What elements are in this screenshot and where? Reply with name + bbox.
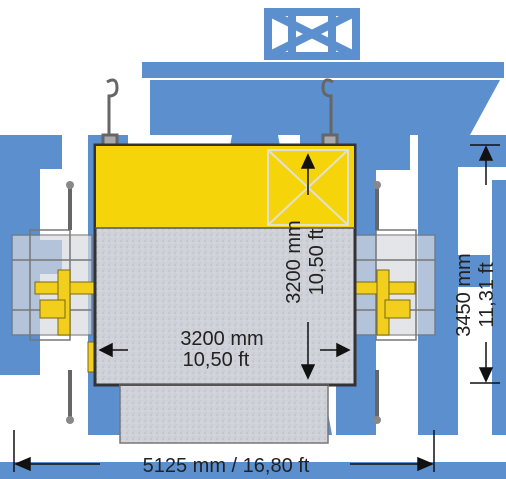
rod-ends — [66, 181, 381, 424]
inner-height-ft: 10,50 ft — [306, 228, 328, 295]
platform-body — [93, 143, 357, 387]
outer-height-ft: 11,31 ft — [476, 262, 498, 328]
dimension-labels: 3200 mm 10,50 ft 3200 mm 10,50 ft 3450 m… — [143, 220, 498, 477]
inner-height-arrows — [300, 153, 316, 380]
inner-width-ft: 10,50 ft — [183, 349, 250, 371]
platform-top-panel — [96, 146, 354, 228]
machine-drawing — [11, 78, 436, 444]
outer-height-mm: 3450 mm — [453, 253, 475, 336]
overall-width-line — [13, 430, 435, 472]
watermark-bottom-band — [0, 462, 506, 479]
inner-width-mm: 3200 mm — [180, 328, 263, 350]
lifting-hook-left — [101, 78, 119, 147]
overall-width-label: 5125 mm / 16,80 ft — [143, 455, 310, 477]
inner-height-mm: 3200 mm — [283, 220, 305, 303]
watermark-roof — [142, 62, 504, 135]
outer-height-line — [470, 144, 500, 384]
rail-assembly-left — [34, 269, 97, 373]
support-rods — [68, 185, 379, 420]
loading-ramp — [119, 384, 329, 444]
watermark-tower — [264, 8, 360, 60]
dimension-lines — [13, 144, 500, 472]
rail-assembly-right — [354, 269, 416, 336]
inner-width-arrows — [98, 342, 351, 358]
